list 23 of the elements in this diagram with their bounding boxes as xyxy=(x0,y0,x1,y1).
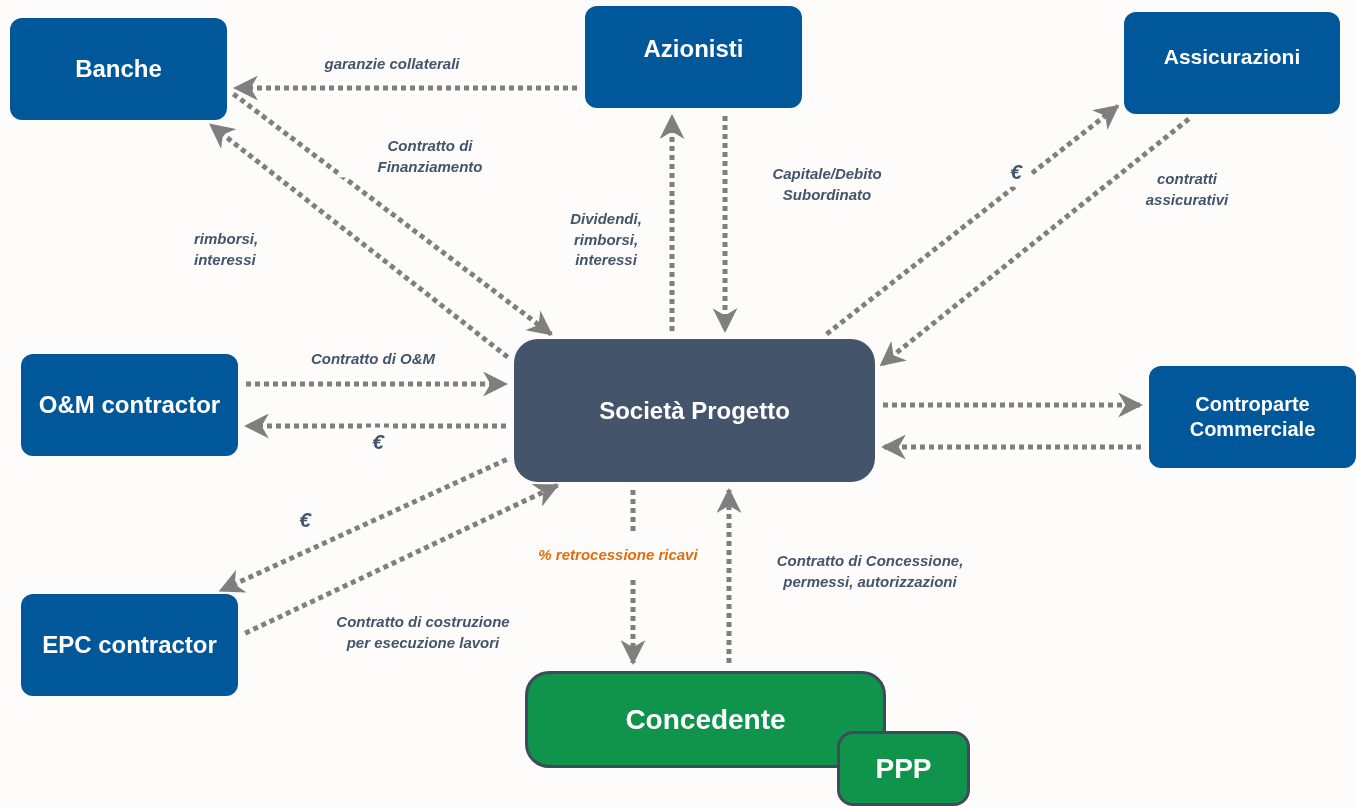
dotted-arrow xyxy=(879,117,1191,367)
dotted-arrow xyxy=(243,413,506,439)
entity-box: Banche xyxy=(10,18,227,120)
dotted-arrow xyxy=(244,483,560,636)
tag-box: PPP xyxy=(837,731,970,806)
dotted-arrow xyxy=(716,487,742,663)
dotted-arrow xyxy=(232,75,577,101)
dotted-arrow xyxy=(883,392,1144,418)
entity-box: EPC contractor xyxy=(21,594,238,696)
dotted-arrow xyxy=(712,116,738,334)
central-box: Società Progetto xyxy=(514,339,875,482)
dotted-arrow xyxy=(231,91,553,337)
entity-box: Azionisti xyxy=(585,6,802,108)
edge-label: % retrocessione ricavi xyxy=(538,532,698,578)
entity-box: Assicurazioni xyxy=(1124,12,1340,114)
dotted-arrow xyxy=(825,104,1120,337)
dotted-arrow xyxy=(218,457,508,593)
dotted-arrow xyxy=(209,122,510,360)
entity-box: Controparte Commerciale xyxy=(1149,366,1356,468)
dotted-arrow xyxy=(880,434,1141,460)
dotted-arrow xyxy=(659,113,685,331)
entity-box: O&M contractor xyxy=(21,354,238,456)
dotted-arrow xyxy=(246,371,509,397)
